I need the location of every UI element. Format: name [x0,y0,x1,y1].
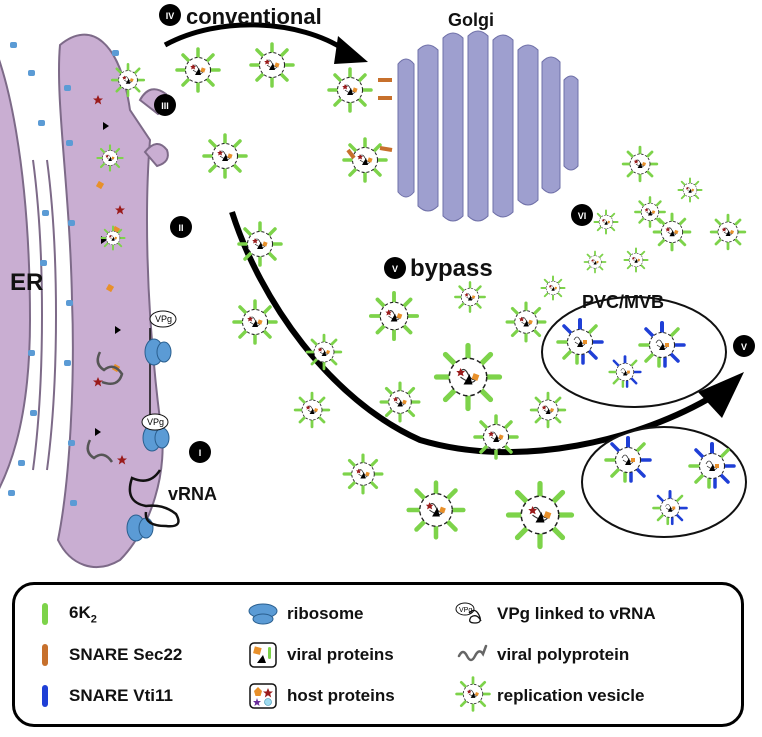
er-membrane [0,33,170,569]
step-marker-i: I [189,441,211,463]
legend-item-sec22: SNARE Sec22 [27,642,182,668]
vpg-tag-lower-text: VPg [147,417,164,427]
step-marker-vi: VI [571,204,593,226]
legend-item-host-proteins: host proteins [245,683,395,709]
vpg-icon-text: VPg [459,607,472,614]
replication-vesicle-icon [455,675,491,712]
legend-label-vpg-vrna: VPg linked to vRNA [497,604,656,623]
legend-item-viral-proteins: viral proteins [245,642,394,668]
step-vi-text: VI [578,211,587,221]
legend-label-vti11: SNARE Vti11 [69,686,173,705]
ribosome-icon [245,601,281,627]
conventional-path [163,22,368,179]
er-ribosomes [8,42,119,506]
step-marker-v-right: V [733,335,755,357]
legend-item-vti11: SNARE Vti11 [27,683,173,709]
golgi-fusing-vesicles [327,67,393,183]
blue-bar-icon [27,683,63,709]
green-bar-icon [27,601,63,627]
legend-label-polyprotein: viral polyprotein [497,645,630,664]
legend-label-replication-vesicle: replication vesicle [497,686,645,705]
step-marker-iv: IV [159,4,181,26]
pvc-mvb [541,296,747,538]
conventional-label: conventional [186,4,322,29]
host-proteins-icon [245,683,281,709]
step-v-right-text: V [741,342,747,352]
step-v-bypass-text: V [392,264,398,274]
legend-label-viral-proteins: viral proteins [287,645,394,664]
legend-item-vpg-vrna: VPg VPg linked to vRNA [455,601,656,627]
vpg-tag-upper-text: VPg [155,314,172,324]
legend-label-sec22: SNARE Sec22 [69,645,183,664]
bypass-label: bypass [410,255,493,282]
legend-item-polyprotein: viral polyprotein [455,642,629,668]
step-iv-text: IV [166,11,175,21]
er-label: ER [10,269,43,296]
legend-item-replication-vesicle: replication vesicle [455,675,645,712]
step-marker-ii: II [170,216,192,238]
step-marker-v-bypass: V [384,257,406,279]
step-ii-text: II [178,223,183,233]
step-i-text: I [199,448,202,458]
orange-bar-icon [27,642,63,668]
legend-label-ribosome: ribosome [287,604,364,623]
legend-label-host-proteins: host proteins [287,686,395,705]
legend-item-6k2: 6K2 [27,601,97,627]
step-marker-iii: III [154,94,176,116]
vpg-tag-upper: VPg [149,310,177,328]
pvc-mvb-label: PVC/MVB [582,292,664,312]
legend-item-ribosome: ribosome [245,601,364,627]
legend: 6K2 SNARE Sec22 SNARE Vti11 ribosome vir… [12,582,744,727]
golgi-label: Golgi [448,10,494,30]
vrna-label: vRNA [168,484,217,504]
polyprotein-icon [455,642,491,668]
viral-proteins-icon [245,642,281,668]
legend-label-6k2: 6K2 [69,602,97,626]
golgi-stack [397,30,579,222]
vpg-tag-lower: VPg [141,413,169,431]
step-iii-text: III [161,101,169,111]
translation-site [86,328,180,542]
vpg-vrna-icon: VPg [455,601,491,627]
